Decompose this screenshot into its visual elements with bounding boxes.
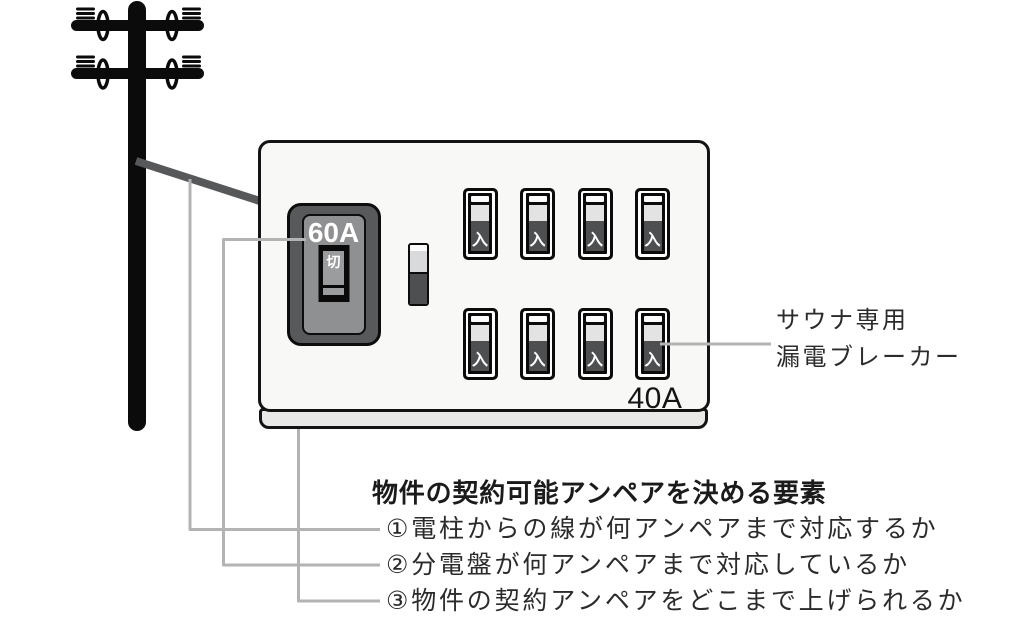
breaker-light-segment xyxy=(471,204,489,221)
main-breaker: 60A 切 xyxy=(286,202,381,346)
breaker-light-segment xyxy=(643,204,662,221)
breaker-state-label: 入 xyxy=(586,232,603,249)
pole-mast xyxy=(128,1,146,431)
breaker-tab xyxy=(471,196,489,202)
breaker-tab xyxy=(528,316,547,322)
service-switch-divider xyxy=(409,271,427,274)
sauna-label-line2: 漏電ブレーカー xyxy=(776,344,962,371)
main-breaker-plate: 60A 切 xyxy=(301,213,366,335)
branch-breaker-row-top: 入 入 入 入 xyxy=(462,187,670,260)
branch-breaker: 入 xyxy=(635,187,670,260)
factor-item-1: ①電柱からの線が何アンペアまで対応するか xyxy=(386,515,939,543)
main-breaker-toggle-bar xyxy=(323,287,344,295)
sauna-breaker-label: サウナ専用 漏電ブレーカー xyxy=(776,302,962,376)
service-switch xyxy=(407,242,429,306)
breaker-tab xyxy=(586,196,604,202)
breaker-tab xyxy=(528,196,547,202)
distribution-panel: 60A 切 入 入 xyxy=(257,139,710,415)
breaker-dark-segment: 入 xyxy=(586,341,604,371)
factor-item-2: ②分電盤が何アンペアまで対応しているか xyxy=(386,551,910,579)
breaker-light-segment xyxy=(586,204,604,221)
utility-pole-icon xyxy=(71,1,204,431)
breaker-state-label: 入 xyxy=(644,232,661,249)
breaker-state-label: 入 xyxy=(471,352,488,369)
breaker-state-label: 入 xyxy=(586,352,603,369)
breaker-dark-segment: 入 xyxy=(528,221,547,251)
breaker-dark-segment: 入 xyxy=(643,341,662,371)
branch-breaker: 入 xyxy=(462,187,498,260)
branch-breaker-sauna: 入 xyxy=(635,307,670,380)
breaker-state-label: 入 xyxy=(471,232,488,249)
sauna-label-line1: サウナ専用 xyxy=(776,307,909,334)
breaker-dark-segment: 入 xyxy=(586,221,604,251)
main-breaker-switch-label: 切 xyxy=(326,253,341,270)
insulator-rings xyxy=(96,9,179,90)
branch-breaker: 入 xyxy=(520,307,555,380)
breaker-tab xyxy=(643,196,662,202)
breaker-state-label: 入 xyxy=(644,352,661,369)
main-breaker-switch-well: 切 xyxy=(318,244,349,302)
breaker-light-segment xyxy=(528,324,547,341)
breaker-tab xyxy=(586,316,604,322)
breaker-light-segment xyxy=(528,204,547,221)
branch-breaker-row-bottom: 入 入 入 入 xyxy=(462,307,670,380)
breaker-light-segment xyxy=(471,324,489,341)
breaker-state-label: 入 xyxy=(529,352,546,369)
service-wire xyxy=(134,157,268,207)
breaker-light-segment xyxy=(643,324,662,341)
service-switch-light-segment xyxy=(409,250,427,272)
service-switch-tab xyxy=(409,244,427,251)
branch-breaker-rating: 40A xyxy=(627,381,683,415)
factors-list: ①電柱からの線が何アンペアまで対応するか ②分電盤が何アンペアまで対応しているか… xyxy=(386,511,965,619)
breaker-dark-segment: 入 xyxy=(643,221,662,251)
breaker-dark-segment: 入 xyxy=(471,341,489,371)
branch-breaker: 入 xyxy=(577,187,613,260)
breaker-dark-segment: 入 xyxy=(471,221,489,251)
factor-item-3: ③物件の契約アンペアをどこまで上げられるか xyxy=(386,587,966,615)
main-breaker-toggle: 切 xyxy=(323,250,344,285)
breaker-state-label: 入 xyxy=(529,232,546,249)
factors-heading: 物件の契約可能アンペアを決める要素 xyxy=(372,478,827,508)
main-breaker-rating: 60A xyxy=(307,216,360,248)
branch-breaker: 入 xyxy=(520,187,555,260)
service-switch-dark-segment xyxy=(409,274,427,304)
breaker-tab xyxy=(643,316,662,322)
breaker-light-segment xyxy=(586,324,604,341)
branch-breaker: 入 xyxy=(577,307,613,380)
branch-breaker: 入 xyxy=(462,307,498,380)
breaker-dark-segment: 入 xyxy=(528,341,547,371)
breaker-tab xyxy=(471,316,489,322)
wire-stub-marks xyxy=(76,7,201,68)
